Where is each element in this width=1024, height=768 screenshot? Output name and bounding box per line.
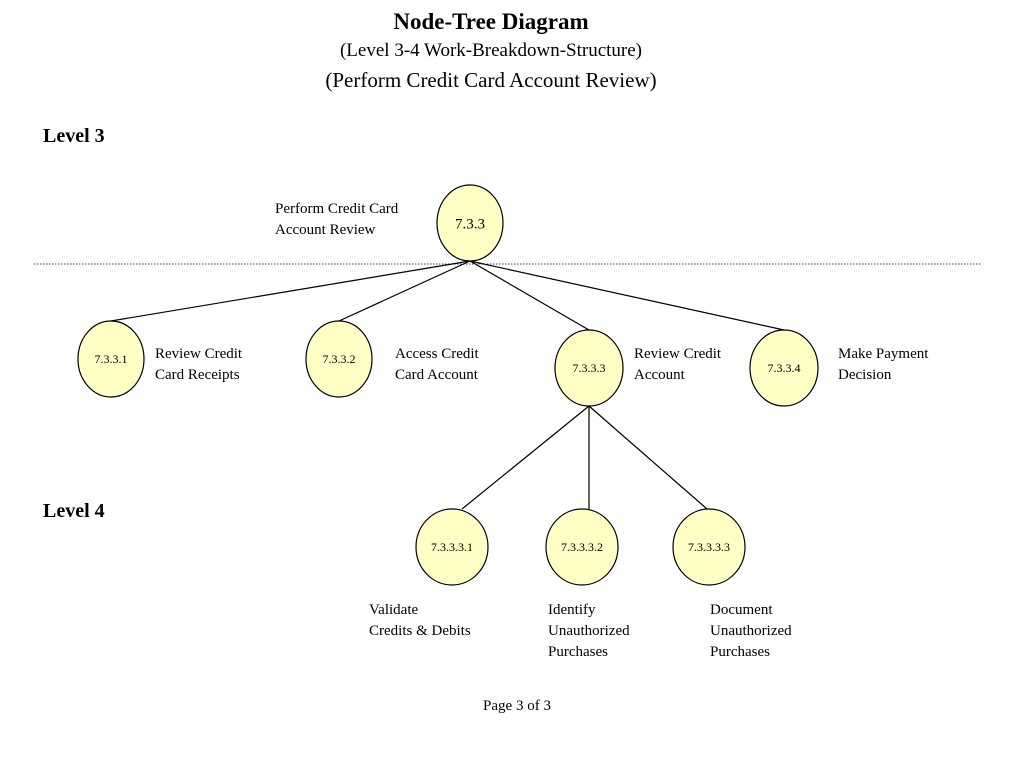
node-id-7-3-3: 7.3.3 [455,216,485,232]
diagram-subtitle: (Level 3-4 Work-Breakdown-Structure) [339,40,642,61]
node-id-7-3-3-3: 7.3.3.3 [573,361,606,375]
node-circle-7-3-3-3 [554,329,624,407]
node-circle-7-3-3-4 [749,329,819,407]
node-id-7-3-3-3-2: 7.3.3.3.2 [561,540,603,554]
node-label-7-3-3-3-3: Document Unauthorized Purchases [710,602,792,660]
node-circle-7-3-3-3-3 [672,508,746,586]
level-3-label: Level 3 [43,125,105,147]
tree-edge [110,260,471,322]
diagram-title: Node-Tree Diagram [393,9,589,34]
node-label-7-3-3-3-1: Validate Credits & Debits [369,602,471,639]
node-label-7-3-3-3-2: Identify Unauthorized Purchases [548,602,630,660]
node-circle-7-3-3 [436,184,504,262]
title-block: Node-Tree Diagram (Level 3-4 Work-Breakd… [0,8,982,95]
node-id-7-3-3-3-1: 7.3.3.3.1 [431,540,473,554]
tree-edge [338,260,471,322]
node-id-7-3-3-1: 7.3.3.1 [95,352,128,366]
node-label-7-3-3-3: Review Credit Account [634,346,722,383]
node-id-7-3-3-4: 7.3.3.4 [768,361,801,375]
node-circle-7-3-3-2 [305,320,373,398]
level-4-label: Level 4 [43,500,105,522]
node-circle-7-3-3-3-1 [415,508,489,586]
tree-edge [469,260,590,331]
diagram-subtitle-process: (Perform Credit Card Account Review) [325,68,657,92]
tree-nodes: 7.3.3 7.3.3.1 7.3.3.2 7.3.3.3 7.3.3.4 7.3.3.3… [77,184,819,586]
tree-edge [588,405,708,510]
tree-edges [110,260,785,510]
node-id-7-3-3-2: 7.3.3.2 [323,352,356,366]
node-circle-7-3-3-1 [77,320,145,398]
node-label-7-3-3-4: Make Payment Decision [838,346,929,383]
page-number: Page 3 of 3 [483,698,551,714]
node-label-7-3-3: Perform Credit Card Account Review [275,201,399,238]
node-circle-7-3-3-3-2 [545,508,619,586]
node-id-7-3-3-3-3: 7.3.3.3.3 [688,540,730,554]
tree-edge [469,260,785,331]
node-label-7-3-3-2: Access Credit Card Account [395,346,479,383]
tree-edge [461,405,590,510]
node-label-7-3-3-1: Review Credit Card Receipts [155,346,243,383]
